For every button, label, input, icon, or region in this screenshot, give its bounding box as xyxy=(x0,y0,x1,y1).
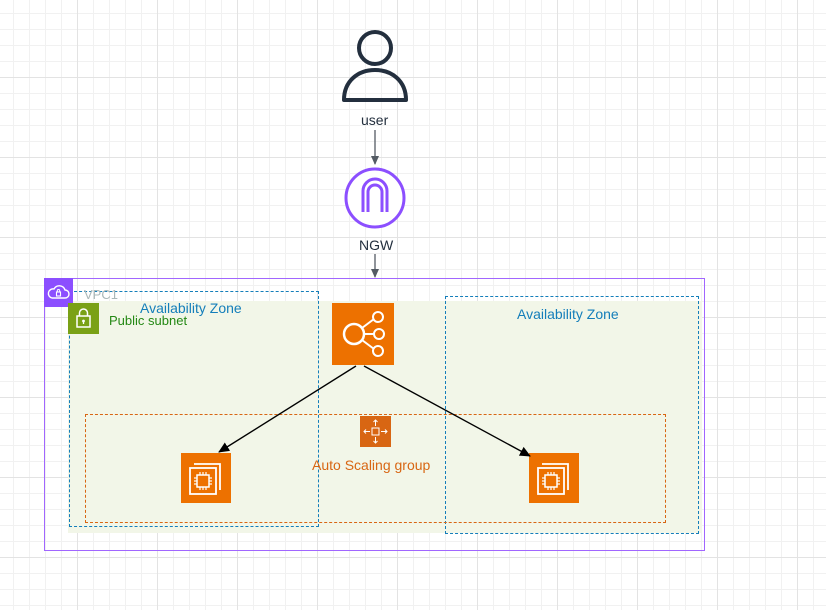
availability-zone-2-container[interactable] xyxy=(445,296,699,534)
elb-to-instance-1-arrow[interactable] xyxy=(218,365,357,453)
auto-scaling-group-container[interactable] xyxy=(85,414,666,523)
ec2-instance-icon[interactable] xyxy=(181,453,231,503)
lock-icon xyxy=(68,303,99,334)
ngw-label: NGW xyxy=(359,237,394,253)
availability-zone-1-container[interactable] xyxy=(69,291,319,527)
vpc-container[interactable] xyxy=(44,278,705,551)
vpc-cloud-icon xyxy=(44,278,73,307)
elb-to-instance-2-arrow[interactable] xyxy=(363,365,531,457)
user-label: user xyxy=(361,112,389,128)
availability-zone-2-label: Availability Zone xyxy=(517,306,619,322)
elastic-load-balancing-icon[interactable] xyxy=(332,303,394,365)
public-subnet-label: Public subnet xyxy=(109,313,188,328)
availability-zone-1-label: Availability Zone xyxy=(140,300,242,316)
nat-gateway-icon[interactable] xyxy=(343,166,407,230)
vpc-label: VPC1 xyxy=(84,287,118,302)
user-icon[interactable] xyxy=(341,29,409,103)
auto-scaling-icon[interactable] xyxy=(360,416,391,447)
auto-scaling-group-label: Auto Scaling group xyxy=(312,457,431,473)
ec2-instance-icon[interactable] xyxy=(529,453,579,503)
